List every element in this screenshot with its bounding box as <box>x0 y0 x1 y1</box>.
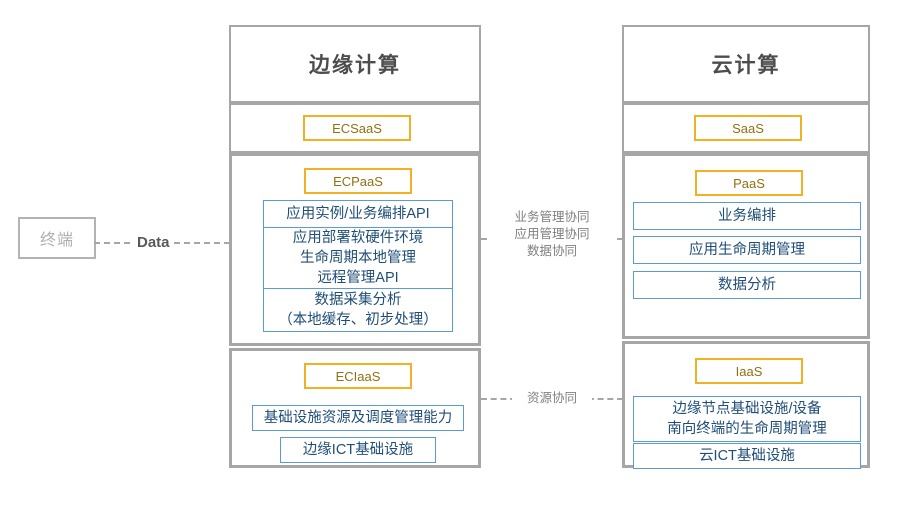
cloud-iaas-box-1-line-1: 边缘节点基础设施/设备 <box>672 401 822 417</box>
edge-paas-box-2-line-2: 生命周期本地管理 <box>300 250 416 266</box>
edge-iaas-box-1-line-1: 基础设施资源及调度管理能力 <box>263 410 453 426</box>
data-connector-label: Data <box>133 235 174 250</box>
edge-paas-box-1: 应用实例/业务编排API <box>263 200 453 228</box>
cloud-saas-tag: SaaS <box>694 115 802 141</box>
cloud-iaas-box-2-line-1: 云ICT基础设施 <box>699 448 795 464</box>
cloud-computing-column: 云计算 SaaS PaaS 业务编排 应用生命周期管理 数据分析 IaaS 边缘… <box>622 25 870 469</box>
middle-connector-line-2: 应用管理协同 <box>514 227 590 241</box>
cloud-paas-box-2: 应用生命周期管理 <box>633 236 861 264</box>
edge-title-panel: 边缘计算 <box>229 25 481 103</box>
edge-paas-box-3: 数据采集分析 （本地缓存、初步处理） <box>263 288 453 332</box>
edge-paas-box-2-line-3: 远程管理API <box>317 270 399 286</box>
edge-paas-panel: ECPaaS 应用实例/业务编排API 应用部署软硬件环境 生命周期本地管理 远… <box>229 153 481 346</box>
edge-iaas-box-1: 基础设施资源及调度管理能力 <box>252 405 464 431</box>
edge-saas-panel: ECSaaS <box>229 103 481 153</box>
cloud-iaas-box-1: 边缘节点基础设施/设备 南向终端的生命周期管理 <box>633 396 861 442</box>
edge-paas-box-3-line-2: （本地缓存、初步处理） <box>278 312 438 328</box>
middle-connector-label: 业务管理协同 应用管理协同 数据协同 <box>490 209 614 260</box>
middle-connector-line-1: 业务管理协同 <box>514 210 590 224</box>
edge-iaas-box-2: 边缘ICT基础设施 <box>280 437 436 463</box>
edge-paas-box-2-line-1: 应用部署软硬件环境 <box>292 230 424 246</box>
terminal-box: 终端 <box>18 217 96 259</box>
cloud-column-title: 云计算 <box>711 54 781 77</box>
cloud-paas-box-1: 业务编排 <box>633 202 861 230</box>
cloud-paas-panel: PaaS 业务编排 应用生命周期管理 数据分析 <box>622 153 870 339</box>
cloud-paas-box-3-line-1: 数据分析 <box>718 277 776 293</box>
edge-paas-box-2: 应用部署软硬件环境 生命周期本地管理 远程管理API <box>263 227 453 289</box>
cloud-iaas-tag: IaaS <box>695 358 803 384</box>
cloud-iaas-panel: IaaS 边缘节点基础设施/设备 南向终端的生命周期管理 云ICT基础设施 <box>622 341 870 469</box>
terminal-label: 终端 <box>39 232 74 249</box>
edge-iaas-tag: ECIaaS <box>304 363 412 389</box>
bottom-connector-label: 资源协同 <box>512 390 592 407</box>
cloud-saas-panel: SaaS <box>622 103 870 153</box>
cloud-paas-tag: PaaS <box>695 170 803 196</box>
edge-computing-column: 边缘计算 ECSaaS ECPaaS 应用实例/业务编排API 应用部署软硬件环… <box>229 25 481 468</box>
cloud-iaas-box-1-line-2: 南向终端的生命周期管理 <box>667 421 827 437</box>
edge-column-title: 边缘计算 <box>309 54 401 77</box>
cloud-paas-box-2-line-1: 应用生命周期管理 <box>689 242 805 258</box>
edge-paas-box-3-line-1: 数据采集分析 <box>314 292 402 308</box>
edge-paas-tag: ECPaaS <box>304 168 412 194</box>
cloud-paas-box-1-line-1: 业务编排 <box>718 208 776 224</box>
cloud-title-panel: 云计算 <box>622 25 870 103</box>
cloud-iaas-box-2: 云ICT基础设施 <box>633 443 861 469</box>
edge-paas-box-1-line-1: 应用实例/业务编排API <box>286 206 430 222</box>
middle-connector-line-3: 数据协同 <box>526 244 577 258</box>
edge-saas-tag: ECSaaS <box>303 115 411 141</box>
edge-iaas-box-2-line-1: 边缘ICT基础设施 <box>302 442 414 458</box>
edge-iaas-panel: ECIaaS 基础设施资源及调度管理能力 边缘ICT基础设施 <box>229 348 481 468</box>
cloud-paas-box-3: 数据分析 <box>633 271 861 299</box>
